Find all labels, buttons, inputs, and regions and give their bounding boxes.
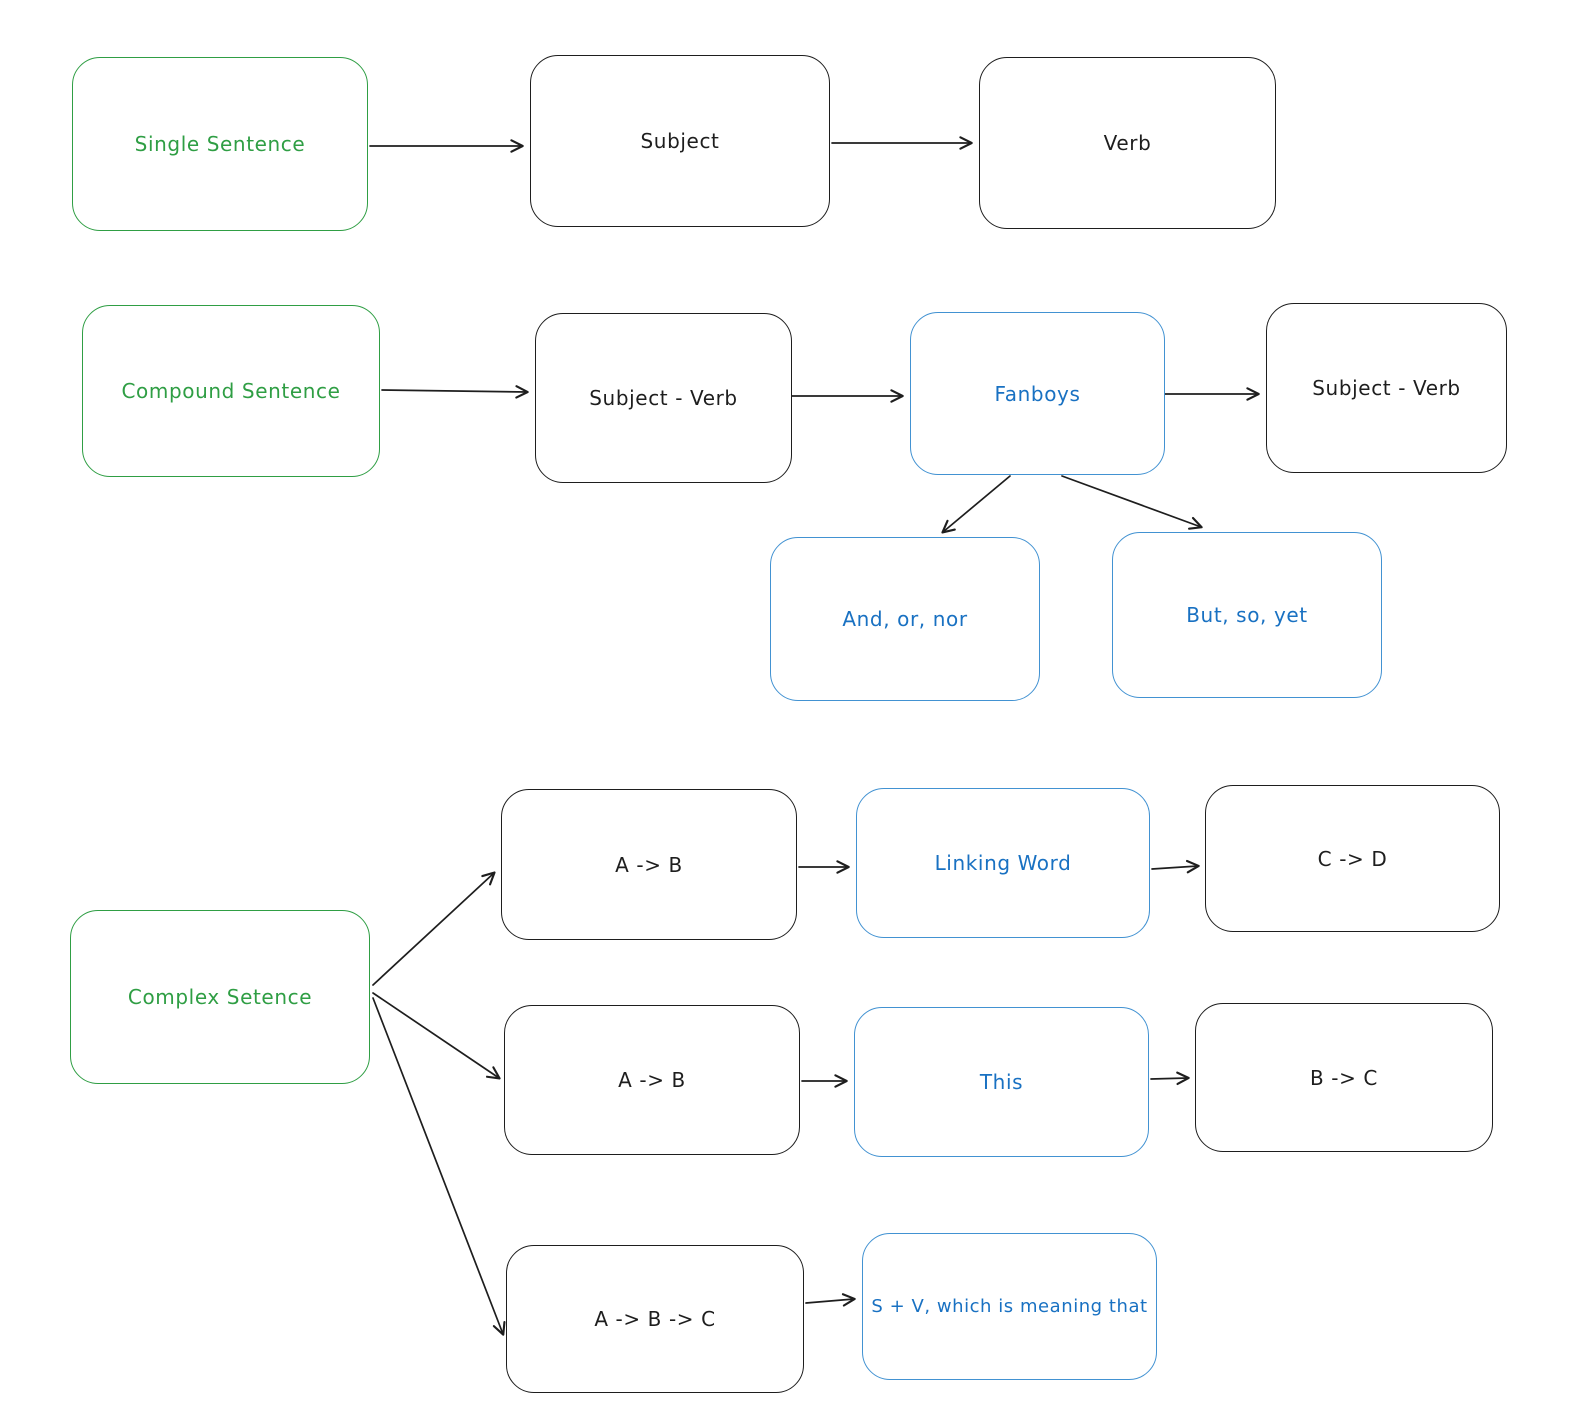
node-but-so-yet-label: But, so, yet	[1186, 603, 1308, 627]
node-compound-sentence: Compound Sentence	[82, 305, 380, 477]
edge-fanboys-to-but-so-yet	[1061, 475, 1203, 530]
node-a-b-1-label: A -> B	[615, 852, 683, 877]
node-subject: Subject	[530, 55, 830, 227]
node-linking-word: Linking Word	[856, 788, 1150, 938]
edge-a-b-c-to-s-v-meaning	[805, 1293, 856, 1307]
node-subject-verb-2: Subject - Verb	[1266, 303, 1507, 473]
edge-complex-to-a-b-c	[372, 997, 506, 1336]
edge-fanboys-to-and-or-nor	[941, 475, 1011, 534]
node-a-b-2: A -> B	[504, 1005, 800, 1155]
node-c-d: C -> D	[1205, 785, 1500, 932]
node-this: This	[854, 1007, 1149, 1157]
node-s-v-meaning: S + V, which is meaning that	[862, 1233, 1157, 1380]
edge-complex-to-a-b-2	[372, 992, 501, 1080]
node-subject-verb-1-label: Subject - Verb	[589, 386, 738, 410]
node-but-so-yet: But, so, yet	[1112, 532, 1382, 698]
node-s-v-meaning-label: S + V, which is meaning that	[871, 1296, 1148, 1317]
node-fanboys: Fanboys	[910, 312, 1165, 475]
node-single-sentence: Single Sentence	[72, 57, 368, 231]
node-a-b-1: A -> B	[501, 789, 797, 940]
node-a-b-c: A -> B -> C	[506, 1245, 804, 1393]
node-complex-setence: Complex Setence	[70, 910, 370, 1084]
node-verb: Verb	[979, 57, 1276, 229]
node-a-b-2-label: A -> B	[618, 1068, 686, 1092]
node-subject-verb-2-label: Subject - Verb	[1312, 376, 1461, 400]
edge-linking-word-to-c-d	[1151, 859, 1200, 874]
node-this-label: This	[979, 1070, 1024, 1094]
node-linking-word-label: Linking Word	[934, 851, 1072, 875]
node-compound-sentence-label: Compound Sentence	[121, 379, 341, 403]
edge-complex-to-a-b-1	[372, 871, 496, 986]
node-subject-label: Subject	[640, 129, 720, 153]
node-c-d-label: C -> D	[1317, 846, 1388, 871]
node-fanboys-label: Fanboys	[994, 381, 1081, 406]
node-a-b-c-label: A -> B -> C	[594, 1307, 716, 1331]
node-and-or-nor-label: And, or, nor	[842, 607, 968, 631]
edge-compound-to-subject-verb-1	[381, 385, 529, 399]
node-verb-label: Verb	[1103, 131, 1152, 155]
node-single-sentence-label: Single Sentence	[134, 132, 306, 156]
edge-this-to-b-c	[1150, 1071, 1190, 1086]
node-and-or-nor: And, or, nor	[770, 537, 1040, 701]
node-b-c: B -> C	[1195, 1003, 1493, 1152]
node-subject-verb-1: Subject - Verb	[535, 313, 792, 483]
node-b-c-label: B -> C	[1310, 1065, 1378, 1090]
node-complex-setence-label: Complex Setence	[127, 985, 313, 1009]
